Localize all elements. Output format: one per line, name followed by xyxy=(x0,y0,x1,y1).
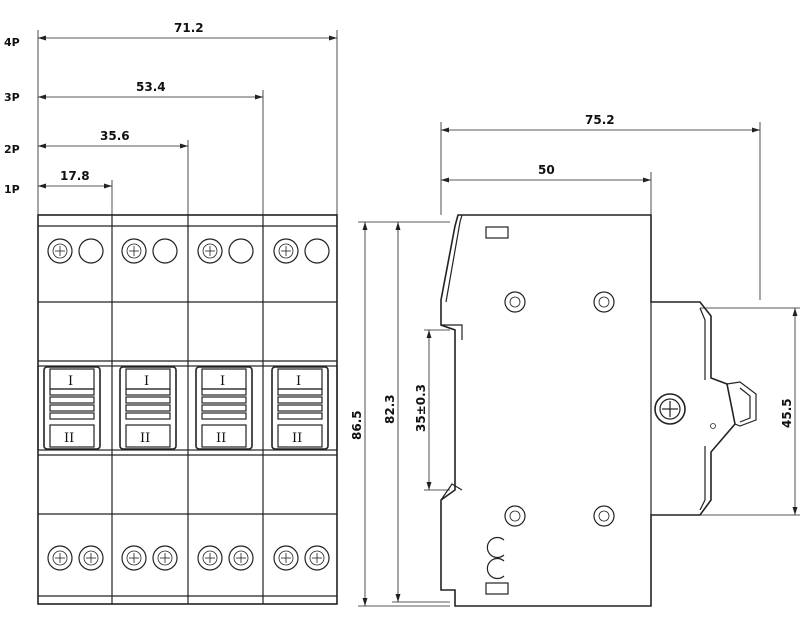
pole-label-3p: 3P xyxy=(4,91,20,104)
toggle-on-mark-pole-3: I xyxy=(220,374,225,389)
toggle-off-mark-pole-2: II xyxy=(140,431,150,446)
dim-3p-width: 53.4 xyxy=(136,80,166,94)
dim-height-inner: 82.3 xyxy=(383,394,397,424)
bottom-terminal-screw-pole-2-2 xyxy=(152,545,178,571)
breaker-body xyxy=(37,214,338,605)
dim-front-height: 45.5 xyxy=(780,398,794,428)
toggle-lever-pole-4 xyxy=(271,366,329,450)
side-rivets xyxy=(504,291,615,527)
pole-label-2p: 2P xyxy=(4,143,20,156)
top-terminals xyxy=(47,238,330,264)
toggle-on-mark-pole-4: I xyxy=(296,374,301,389)
bottom-terminal-screw-pole-1-1 xyxy=(47,545,73,571)
bottom-terminal-screw-pole-1-2 xyxy=(78,545,104,571)
toggle-lever-pole-1 xyxy=(43,366,101,450)
toggle-on-mark-pole-1: I xyxy=(68,374,73,389)
bottom-terminal-screw-pole-3-2 xyxy=(228,545,254,571)
side-center-screw xyxy=(654,393,716,429)
toggle-lever-pole-2 xyxy=(119,366,177,450)
pole-label-4p: 4P xyxy=(4,36,20,49)
bottom-terminals xyxy=(47,545,330,571)
front-view: 4P 3P 2P 1P 7 xyxy=(4,21,338,605)
dim-1p-width: 17.8 xyxy=(60,169,90,183)
dim-rail-width: 35±0.3 xyxy=(414,384,428,432)
toggle-on-mark-pole-2: I xyxy=(144,374,149,389)
bottom-terminal-screw-pole-4-1 xyxy=(273,545,299,571)
dim-overall-depth: 75.2 xyxy=(585,113,615,127)
toggle-levers: I II I II I II I II xyxy=(37,365,338,451)
dim-height-outer: 86.5 xyxy=(350,410,364,440)
dim-front-depth: 50 xyxy=(538,163,555,177)
toggle-lever-pole-3 xyxy=(195,366,253,450)
side-view: 75.2 50 86.5 82.3 35±0.3 45.5 xyxy=(350,113,800,607)
dim-4p-width: 71.2 xyxy=(174,21,204,35)
front-dimension-lines xyxy=(37,30,338,215)
toggle-off-mark-pole-3: II xyxy=(216,431,226,446)
pole-label-1p: 1P xyxy=(4,183,20,196)
dim-2p-width: 35.6 xyxy=(100,129,130,143)
toggle-off-mark-pole-1: II xyxy=(64,431,74,446)
ce-mark: CE xyxy=(486,536,505,580)
bottom-terminal-screw-pole-3-1 xyxy=(197,545,223,571)
bottom-terminal-screw-pole-2-1 xyxy=(121,545,147,571)
bottom-terminal-screw-pole-4-2 xyxy=(304,545,330,571)
side-body xyxy=(440,214,757,607)
side-dimension-lines xyxy=(358,122,800,607)
toggle-off-mark-pole-4: II xyxy=(292,431,302,446)
